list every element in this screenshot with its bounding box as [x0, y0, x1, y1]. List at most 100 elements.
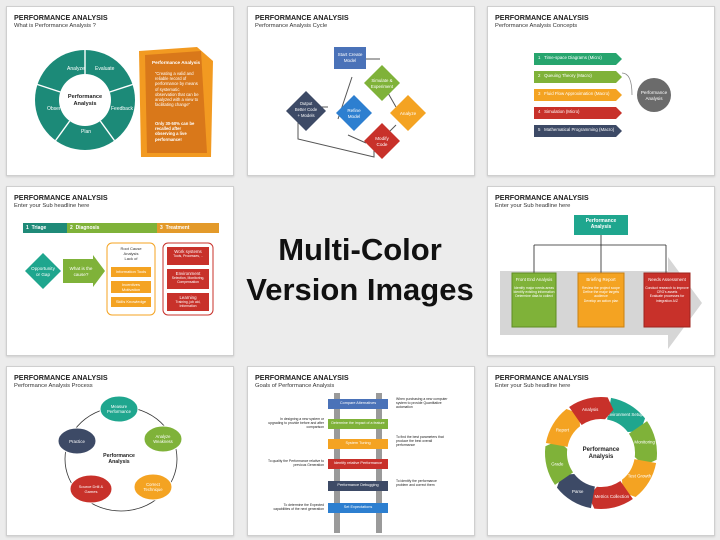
wheel-diagram: Analyze Evaluate Feedback Plan Observe P… — [35, 47, 213, 157]
slide-subtitle: Performance Analysis Cycle — [255, 23, 328, 29]
node-start — [334, 47, 366, 69]
slide-subtitle: Enter your Sub headline here — [495, 383, 571, 389]
slide-title: PERFORMANCE ANALYSIS — [14, 373, 108, 382]
slide-title: PERFORMANCE ANALYSIS — [495, 373, 589, 382]
svg-text:Source Drill &: Source Drill & — [79, 484, 104, 489]
node-refine — [336, 95, 372, 131]
svg-text:Code: Code — [377, 142, 388, 147]
ring-segment — [607, 397, 646, 433]
ring-segment — [545, 408, 581, 447]
goal-bar-2: Determine the impact of a feature — [331, 421, 385, 425]
goal-note-right-3: To identify the performance problem and … — [396, 479, 437, 487]
columns-diagram — [500, 215, 702, 349]
slide-subtitle: Goals of Performance Analysis — [255, 383, 335, 389]
goal-bar-4: Identify relative Performance — [333, 461, 383, 465]
node-output — [286, 91, 326, 131]
root-item-info: Information Tools — [115, 269, 147, 274]
svg-text:Analyze: Analyze — [400, 111, 417, 116]
slide-subtitle: What is Performance Analysis ? — [14, 23, 96, 29]
svg-text:Performance: Performance — [107, 409, 132, 414]
concept-item-4: 4 Simulation (Micro) — [538, 109, 580, 114]
svg-text:Modify: Modify — [375, 136, 389, 141]
slide-analysis-columns[interactable]: PERFORMANCE ANALYSIS Enter your Sub head… — [487, 186, 715, 356]
svg-text:Output: Output — [300, 101, 313, 106]
concept-item-5: 5 Mathematical Programming (Macro) — [538, 127, 615, 132]
node-analyze — [390, 95, 426, 131]
slide-performance-analysis-process[interactable]: PERFORMANCE ANALYSIS Performance Analysi… — [6, 366, 234, 536]
ring-segment-label: Report — [556, 427, 570, 432]
svg-text:Games: Games — [85, 489, 98, 494]
concepts-diagram: Performance Analysis — [534, 53, 671, 137]
ring-segment-label: Test Growth — [628, 474, 652, 479]
wheel-seg-feedback: Feedback — [111, 106, 133, 112]
concepts-hub — [637, 78, 671, 112]
node-modify — [364, 123, 400, 159]
goal-note-left-1: In designing a new system or upgrading t… — [268, 417, 324, 429]
goal-note-right-1: When purchasing a new computer system to… — [396, 397, 448, 409]
slide-title: PERFORMANCE ANALYSIS — [495, 13, 589, 22]
slide-performance-analysis-cycle[interactable]: PERFORMANCE ANALYSIS Performance Analysi… — [247, 6, 475, 176]
svg-text:Experiment: Experiment — [371, 84, 394, 89]
slide-subtitle: Enter your Sub headline here — [495, 203, 571, 209]
note-heading: Performance Analysis — [152, 60, 201, 65]
column-briefing: Briefing Report Review the project scope… — [582, 277, 620, 303]
slide-title: PERFORMANCE ANALYSIS — [14, 193, 108, 202]
ring-center-2: Analysis — [589, 454, 614, 460]
svg-text:Analyze: Analyze — [156, 434, 172, 439]
svg-text:+ Models: + Models — [297, 113, 314, 118]
ring-segment — [556, 473, 595, 509]
svg-text:Model: Model — [344, 58, 357, 63]
svg-text:Better Code: Better Code — [295, 107, 318, 112]
cycle-diagram: Start Create Model Simulate & Experiment… — [286, 47, 426, 159]
slide-title: PERFORMANCE ANALYSIS — [14, 13, 108, 22]
note-bullet-2: Only 30-50% can be recalled after observ… — [155, 121, 195, 142]
slide-performance-analysis-concepts[interactable]: PERFORMANCE ANALYSIS Performance Analysi… — [487, 6, 715, 176]
ring-segment-label: Parse — [572, 489, 584, 494]
slide-title: PERFORMANCE ANALYSIS — [255, 13, 349, 22]
concept-item-3: 3 Fluid Flow Approximation (Macro) — [538, 91, 610, 96]
ring-center-1: Performance — [583, 447, 620, 453]
goal-bar-1: Compare Alternatives — [339, 401, 377, 405]
slide-subtitle: Performance Analysis Process — [14, 383, 93, 389]
svg-text:Refine: Refine — [347, 108, 361, 113]
ring-segment-label: Analysis — [582, 407, 599, 412]
triage-diagram — [23, 223, 219, 316]
svg-text:Simulate &: Simulate & — [371, 78, 392, 83]
svg-text:Measure: Measure — [111, 404, 128, 409]
center-caption: Multi-Color Version Images — [243, 186, 477, 354]
root-item-skills: Skills Knowledge — [115, 299, 147, 304]
slide-subtitle: Performance Analysis Concepts — [495, 23, 578, 29]
phase-diagnosis: 2 Diagnosis — [70, 225, 100, 231]
slide-goals-of-performance-analysis[interactable]: PERFORMANCE ANALYSIS Goals of Performanc… — [247, 366, 475, 536]
goal-note-left-2: To quality the Performance relative to p… — [268, 459, 324, 467]
wheel-seg-observe: Observe — [47, 106, 66, 112]
slide-title: PERFORMANCE ANALYSIS — [255, 373, 349, 382]
note-bullet-1: “Creating a valid and reliable record of… — [155, 71, 199, 108]
ring-segment-label: Monitoring — [634, 440, 655, 445]
concept-item-1: 1 Time-space Diagrams (Micro) — [538, 55, 602, 60]
wheel-seg-evaluate: Evaluate — [95, 66, 115, 72]
slide-title: PERFORMANCE ANALYSIS — [495, 193, 589, 202]
goal-note-right-2: To find the best parameters that produce… — [396, 435, 444, 447]
goal-note-left-3: To determine the Expected capabilities o… — [273, 503, 324, 511]
slide-analysis-ring[interactable]: PERFORMANCE ANALYSIS Enter your Sub head… — [487, 366, 715, 536]
slide-what-is-performance-analysis[interactable]: PERFORMANCE ANALYSIS What is Performance… — [6, 6, 234, 176]
svg-text:Technique: Technique — [143, 487, 163, 492]
caption-line-2: Version Images — [246, 272, 474, 307]
caption-line-1: Multi-Color — [278, 232, 442, 267]
svg-text:Start Create: Start Create — [338, 52, 363, 57]
ring-segment-label: Environment Setup — [606, 412, 644, 417]
slide-subtitle: Enter your Sub headline here — [14, 203, 90, 209]
node-simulate — [364, 65, 400, 101]
hub-line2: Analysis — [645, 96, 663, 101]
column-front-end: Front End Analysis Identify major needs … — [513, 277, 555, 299]
slide-triage-diagnosis-treatment[interactable]: PERFORMANCE ANALYSIS Enter your Sub head… — [6, 186, 234, 356]
ring-segment — [628, 421, 658, 466]
wheel-seg-plan: Plan — [81, 129, 91, 135]
column-needs: Needs Assessment Conduct research to imp… — [645, 277, 689, 303]
ring-segment — [569, 396, 614, 426]
